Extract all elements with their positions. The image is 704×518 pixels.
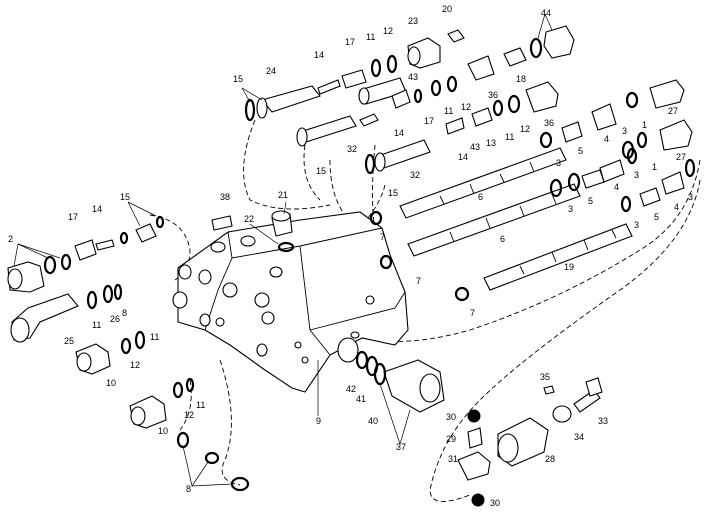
callout-12-left-b: 12	[184, 410, 194, 420]
callout-11-left-a: 11	[92, 320, 101, 330]
callout-12-left-a: 12	[130, 360, 140, 370]
callout-30-upper: 30	[446, 412, 456, 422]
callout-3-b: 3	[556, 158, 561, 168]
callout-34: 34	[574, 432, 584, 442]
callout-3-e: 3	[688, 192, 693, 202]
callout-33: 33	[598, 416, 608, 426]
callout-19: 19	[564, 262, 574, 272]
callout-14-low: 14	[458, 152, 468, 162]
callout-25: 25	[64, 336, 74, 346]
callout-23: 23	[408, 16, 418, 26]
callout-41: 41	[356, 394, 366, 404]
callout-1-lower: 1	[652, 162, 657, 172]
assembly-guide-lines	[149, 119, 701, 502]
callout-37: 37	[396, 442, 406, 452]
upper-parts	[244, 25, 693, 175]
callout-43-mid: 43	[470, 142, 480, 152]
callout-4-a: 4	[604, 134, 609, 144]
leader-lines	[13, 13, 553, 487]
callout-3-f: 3	[634, 220, 639, 230]
callout-27-upper: 27	[668, 106, 678, 116]
callout-12-low: 12	[520, 124, 530, 134]
callout-5-b: 5	[588, 196, 593, 206]
callout-3-c: 3	[568, 204, 573, 214]
callout-44: 44	[541, 8, 551, 18]
callout-labels: 20 23 44 17 11 12 14 24 15 43 18 36 11 1…	[8, 4, 693, 508]
callout-15-upper: 15	[233, 74, 243, 84]
callout-12-upper: 12	[383, 26, 393, 36]
callout-38: 38	[220, 192, 230, 202]
callout-11-mid: 11	[444, 106, 453, 116]
callout-21: 21	[278, 190, 288, 200]
callout-18: 18	[516, 74, 526, 84]
callout-13: 13	[486, 138, 496, 148]
callout-35: 35	[540, 372, 550, 382]
callout-17-upper: 17	[345, 37, 355, 47]
callout-11-left-b: 11	[150, 332, 159, 342]
callout-7-b: 7	[416, 276, 421, 286]
callout-30-lower: 30	[490, 498, 500, 508]
callout-11-low: 11	[505, 132, 514, 142]
callout-28: 28	[545, 454, 555, 464]
callout-15-mid: 15	[316, 166, 326, 176]
callout-42: 42	[346, 384, 356, 394]
callout-6-upper: 6	[478, 192, 483, 202]
callout-24: 24	[266, 66, 276, 76]
callout-32-b: 32	[410, 170, 420, 180]
callout-20: 20	[442, 4, 452, 14]
callout-12-mid: 12	[461, 102, 471, 112]
callout-36-low: 36	[544, 118, 554, 128]
valve-body	[172, 211, 409, 393]
callout-36-upper: 36	[488, 90, 498, 100]
callout-22: 22	[244, 214, 254, 224]
spools	[399, 147, 696, 291]
callout-27-lower: 27	[676, 152, 686, 162]
callout-5-a: 5	[578, 146, 583, 156]
callout-7-a: 7	[380, 232, 385, 242]
callout-7-c: 7	[470, 308, 475, 318]
callout-26: 26	[110, 314, 120, 324]
callout-4-c: 4	[674, 202, 679, 212]
callout-8-b: 8	[186, 484, 191, 494]
callout-14-mid: 14	[394, 128, 404, 138]
callout-29: 29	[446, 434, 456, 444]
lower-right-parts	[355, 350, 603, 507]
callout-32-a: 32	[347, 144, 357, 154]
callout-4-b: 4	[614, 182, 619, 192]
callout-3-d: 3	[634, 170, 639, 180]
callout-11-left-c: 11	[196, 400, 205, 410]
callout-6-lower: 6	[500, 234, 505, 244]
callout-31: 31	[448, 454, 458, 464]
callout-2: 2	[8, 234, 13, 244]
callout-10-a: 10	[106, 378, 116, 388]
callout-10-b: 10	[158, 426, 168, 436]
callout-17-left: 17	[68, 212, 78, 222]
callout-8-a: 8	[122, 308, 127, 318]
callout-5-c: 5	[654, 212, 659, 222]
callout-9: 9	[316, 416, 321, 426]
callout-15-low: 15	[388, 188, 398, 198]
callout-15-left: 15	[120, 192, 130, 202]
left-parts	[7, 210, 470, 492]
callout-40: 40	[368, 416, 378, 426]
callout-11-upper: 11	[366, 32, 375, 42]
callout-17-mid: 17	[424, 116, 434, 126]
callout-1-upper: 1	[642, 120, 647, 130]
callout-14-upper: 14	[314, 50, 324, 60]
callout-14-left: 14	[92, 204, 102, 214]
callout-43-upper: 43	[408, 72, 418, 82]
callout-3-a: 3	[622, 126, 627, 136]
